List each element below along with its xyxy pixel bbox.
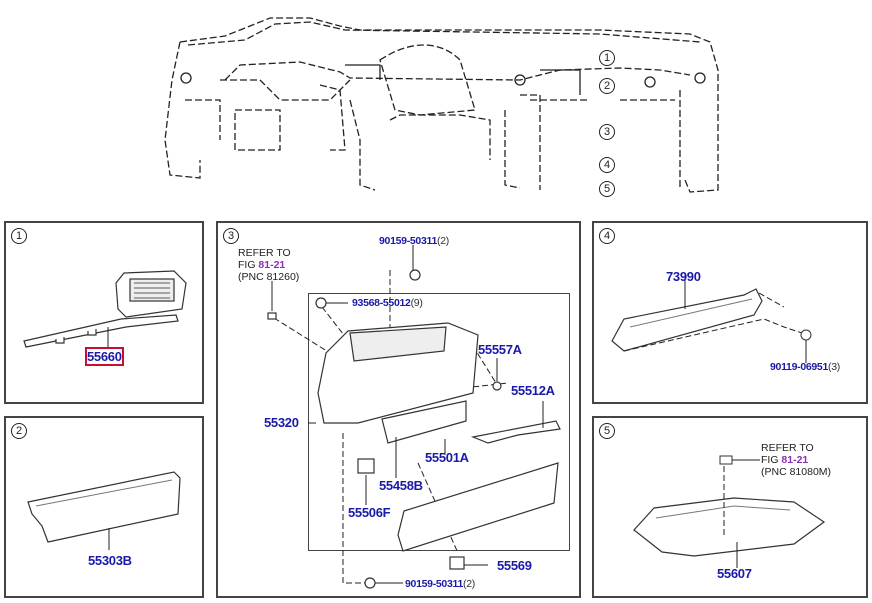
section-3-refer-note: REFER TO FIG 81-21 (PNC 81260) [238,247,299,283]
glove-box-door-cover-drawing [27,471,181,550]
fig-prefix: FIG [761,454,782,466]
refer-to-label: REFER TO [761,442,814,454]
section-1-panel: 1 55660 [4,221,204,404]
part-55303B-link[interactable]: 55303B [88,553,132,568]
fig-prefix: FIG [238,259,259,271]
part-number[interactable]: 90159-50311 [379,235,438,247]
part-number[interactable]: 90159-50311 [405,578,464,590]
overview-callout-1[interactable]: 1 [599,50,615,66]
section-4-panel: 4 73990 90119-06951(3) [592,221,868,404]
section-5-callout: 5 [599,423,615,439]
part-number[interactable]: 90119-06951 [770,361,829,373]
part-55660-link[interactable]: 55660 [85,347,124,366]
part-qty: (9) [410,297,423,309]
register-vent-drawing [23,270,187,349]
overview-callout-4[interactable]: 4 [599,157,615,173]
refer-pnc: (PNC 81080M) [761,466,832,478]
section-3-callout: 3 [223,228,239,244]
part-55506F-link[interactable]: 55506F [348,505,391,520]
part-qty: (2) [463,578,475,590]
part-number[interactable]: 93568-55012 [352,297,411,309]
part-55458B-link[interactable]: 55458B [379,478,423,493]
part-73990-link[interactable]: 73990 [666,269,701,284]
section-2-panel: 2 55303B [4,416,204,598]
section-5-refer-note: REFER TO FIG 81-21 (PNC 81080M) [761,442,831,478]
part-55501A-link[interactable]: 55501A [425,450,469,465]
part-90159-50311-bottom-link[interactable]: 90159-50311(2) [405,578,475,590]
part-55557A-link[interactable]: 55557A [478,342,522,357]
part-qty: (3) [828,361,840,373]
part-93568-55012-link[interactable]: 93568-55012(9) [352,297,423,309]
refer-to-label: REFER TO [238,247,291,259]
part-qty: (2) [437,235,449,247]
glove-box-assembly-drawing [267,245,561,589]
refer-fig-line: FIG 81-21 [761,454,831,466]
section-5-panel: 5 REFER TO FIG 81-21 (PNC 81080M) 55607 [592,416,868,598]
section-2-callout: 2 [11,423,27,439]
dashboard-overview: 1 2 3 4 5 [0,0,872,210]
fig-81-21-link[interactable]: 81-21 [258,259,286,271]
section-1-callout: 1 [11,228,27,244]
under-cover-drawing [633,455,826,568]
part-55512A-link[interactable]: 55512A [511,383,555,398]
dashboard-outline-drawing [164,17,719,193]
overview-callout-2[interactable]: 2 [599,78,615,94]
section-4-callout: 4 [599,228,615,244]
trim-panel-drawing [611,273,812,363]
part-55607-link[interactable]: 55607 [717,566,752,581]
overview-callout-5[interactable]: 5 [599,181,615,197]
part-55320-link[interactable]: 55320 [264,415,299,430]
refer-pnc: (PNC 81260) [238,271,300,283]
overview-callout-3[interactable]: 3 [599,124,615,140]
glove-box-subassembly-frame [308,293,570,551]
section-3-panel: 3 REFER TO FIG 81-21 (PNC 81260) [216,221,581,598]
part-55569-link[interactable]: 55569 [497,558,532,573]
refer-fig-line: FIG 81-21 [238,259,299,271]
part-90159-50311-top-link[interactable]: 90159-50311(2) [379,235,449,247]
part-90119-06951-link[interactable]: 90119-06951(3) [770,361,840,373]
fig-81-21-link[interactable]: 81-21 [781,454,809,466]
